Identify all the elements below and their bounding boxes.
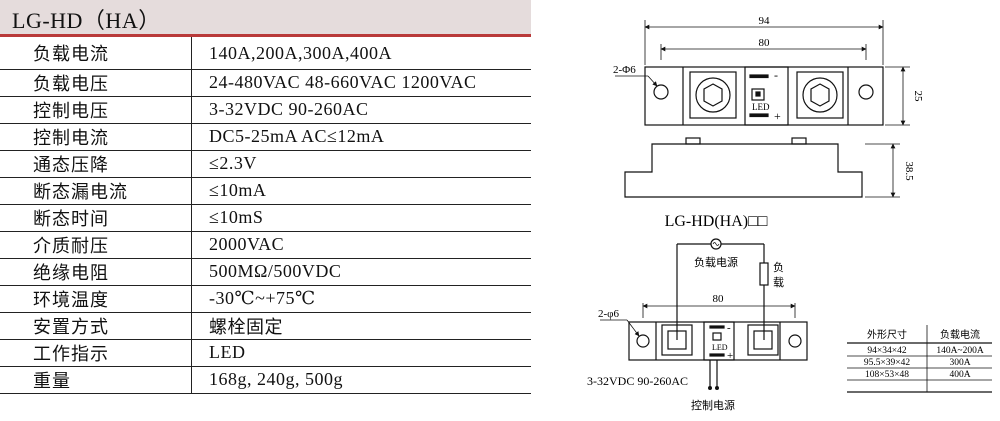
spec-label: 控制电流 bbox=[0, 123, 192, 151]
title-bar: LG-HD（HA） bbox=[0, 0, 531, 37]
terminal-right bbox=[796, 71, 844, 119]
spec-label: 断态时间 bbox=[0, 204, 192, 232]
hole-label-bottom: 2-φ6 bbox=[598, 308, 620, 320]
spec-label: 通态压降 bbox=[0, 150, 192, 178]
spec-label: 介质耐压 bbox=[0, 231, 192, 259]
dim-94: 94 bbox=[759, 15, 771, 27]
spec-row: 安置方式螺栓固定 bbox=[0, 312, 531, 340]
spec-value: 2000VAC bbox=[191, 231, 531, 259]
spec-label: 负载电压 bbox=[0, 69, 192, 97]
spec-value: 24-480VAC 48-660VAC 1200VAC bbox=[191, 69, 531, 97]
led-label-top: LED bbox=[752, 102, 770, 112]
load-resistor bbox=[759, 262, 769, 286]
spec-row: 断态漏电流≤10mA bbox=[0, 177, 531, 205]
spec-label: 安置方式 bbox=[0, 312, 192, 340]
spec-value: -30℃~+75℃ bbox=[191, 285, 531, 313]
minus-label-top: - bbox=[774, 68, 778, 82]
spec-row: 通态压降≤2.3V bbox=[0, 150, 531, 178]
wire-junction bbox=[715, 386, 719, 390]
wire-junction bbox=[708, 386, 712, 390]
side-view bbox=[624, 137, 900, 198]
load-label-2: 载 bbox=[773, 276, 784, 289]
load-label-1: 负 bbox=[773, 260, 784, 274]
spec-value: DC5-25mA AC≤12mA bbox=[191, 123, 531, 151]
size-table-cell: 300A bbox=[949, 358, 970, 368]
size-table-cell: 95.5×39×42 bbox=[864, 358, 911, 368]
terminal-left bbox=[689, 71, 737, 119]
spec-label: 工作指示 bbox=[0, 339, 192, 367]
spec-value: 140A,200A,300A,400A bbox=[191, 37, 531, 70]
hole-label-top: 2-Φ6 bbox=[613, 64, 636, 76]
plus-label-bottom: + bbox=[727, 350, 733, 362]
spec-label: 重量 bbox=[0, 366, 192, 394]
plus-label-top: + bbox=[774, 109, 781, 123]
mount-hole bbox=[653, 84, 669, 100]
minus-label-bottom: - bbox=[727, 322, 731, 334]
dim-80-bottom: 80 bbox=[713, 293, 725, 305]
spec-label: 控制电压 bbox=[0, 96, 192, 124]
led-label-bottom: LED bbox=[712, 343, 728, 352]
control-power-label: 控制电源 bbox=[691, 398, 735, 412]
spec-value: LED bbox=[191, 339, 531, 367]
model-caption: LG-HD(HA)□□ bbox=[665, 213, 768, 230]
mount-hole bbox=[636, 334, 650, 348]
spec-label: 断态漏电流 bbox=[0, 177, 192, 205]
size-table-header: 负载电流 bbox=[940, 328, 980, 341]
spec-row: 断态时间≤10mS bbox=[0, 204, 531, 232]
control-voltage-label: 3-32VDC 90-260AC bbox=[587, 374, 688, 388]
dim-38-5: 38.5 bbox=[903, 161, 915, 181]
spec-value: 168g, 240g, 500g bbox=[191, 366, 531, 394]
spec-value: ≤10mA bbox=[191, 177, 531, 205]
size-table bbox=[847, 325, 992, 393]
spec-value: ≤10mS bbox=[191, 204, 531, 232]
size-table-cell: 140A~200A bbox=[936, 346, 984, 356]
mount-hole bbox=[788, 334, 802, 348]
spec-row: 环境温度-30℃~+75℃ bbox=[0, 285, 531, 313]
wiring-diagram bbox=[600, 238, 808, 388]
spec-label: 环境温度 bbox=[0, 285, 192, 313]
spec-value: 500MΩ/500VDC bbox=[191, 258, 531, 286]
size-table-cell: 108×53×48 bbox=[865, 370, 909, 380]
mount-hole bbox=[858, 84, 874, 100]
spec-label: 负载电流 bbox=[0, 37, 192, 70]
load-power-label: 负载电源 bbox=[694, 255, 738, 269]
spec-value: ≤2.3V bbox=[191, 150, 531, 178]
size-table-header: 外形尺寸 bbox=[867, 328, 907, 341]
spec-value: 3-32VDC 90-260AC bbox=[191, 96, 531, 124]
size-table-cell: 94×34×42 bbox=[867, 346, 906, 356]
page-title: LG-HD（HA） bbox=[12, 8, 161, 33]
spec-label: 绝缘电阻 bbox=[0, 258, 192, 286]
size-table-cell: 400A bbox=[949, 370, 970, 380]
top-view bbox=[615, 20, 910, 126]
spec-value: 螺栓固定 bbox=[191, 312, 531, 340]
dim-80-top: 80 bbox=[759, 37, 771, 49]
dim-25: 25 bbox=[912, 91, 924, 103]
